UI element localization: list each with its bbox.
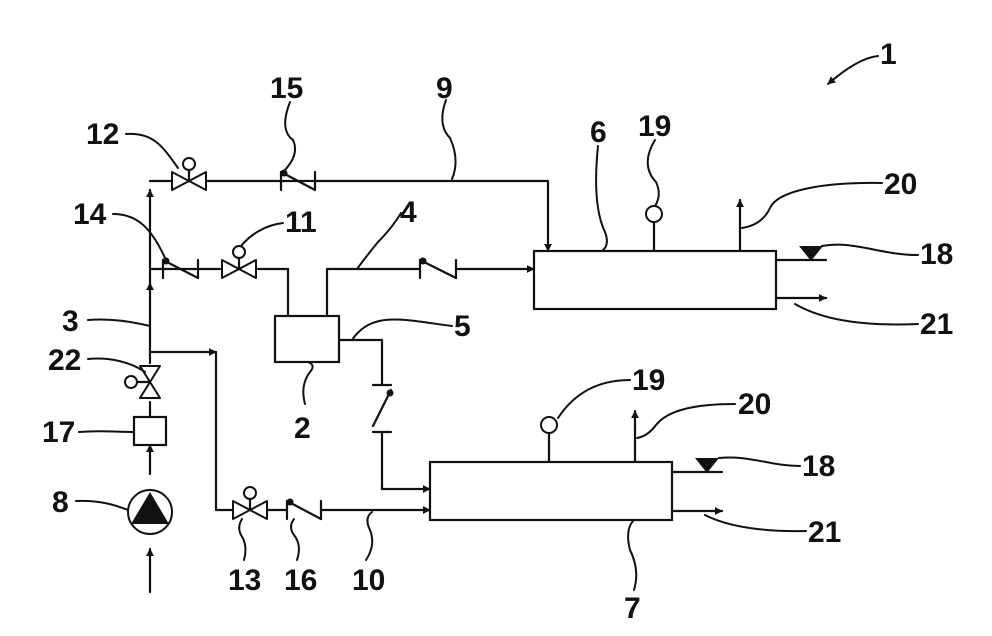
leader-16 xyxy=(291,519,299,560)
leader-18a xyxy=(822,245,918,255)
leader-21a xyxy=(795,304,918,324)
leader-13 xyxy=(239,519,245,560)
label-20a: 20 xyxy=(884,168,917,201)
line-5 xyxy=(339,340,430,489)
label-19a: 19 xyxy=(638,110,671,143)
component-6 xyxy=(534,251,776,309)
leader-14 xyxy=(113,214,165,258)
pump-8 xyxy=(128,490,172,534)
label-18a: 18 xyxy=(920,238,953,271)
check-valve-16 xyxy=(287,499,322,520)
reference-numerals: 1 15 9 12 6 19 20 14 11 4 18 3 5 21 22 2… xyxy=(42,38,953,625)
leader-12 xyxy=(126,134,178,168)
label-21b: 21 xyxy=(808,516,841,549)
sensor-19-upper xyxy=(646,206,662,251)
leader-6 xyxy=(596,146,607,251)
label-2: 2 xyxy=(294,412,311,445)
valve-13 xyxy=(233,487,267,519)
line-4 xyxy=(327,269,534,316)
leader-17 xyxy=(79,431,134,432)
leader-18b xyxy=(719,457,800,466)
label-14: 14 xyxy=(73,198,107,231)
label-1: 1 xyxy=(880,38,897,71)
check-valve-14 xyxy=(163,258,199,279)
label-19b: 19 xyxy=(632,364,665,397)
leader-21b xyxy=(705,515,806,531)
line-9 xyxy=(150,181,548,251)
label-11: 11 xyxy=(285,206,317,239)
inlet-18-upper xyxy=(776,246,826,261)
sensor-19-lower xyxy=(541,417,557,462)
valve-11 xyxy=(222,246,256,278)
leader-5 xyxy=(352,319,452,340)
leader-2 xyxy=(303,362,312,404)
label-21a: 21 xyxy=(920,308,953,341)
label-3: 3 xyxy=(62,305,79,338)
leader-4 xyxy=(357,213,401,269)
filter-17 xyxy=(134,417,166,445)
label-22: 22 xyxy=(48,344,81,377)
label-12: 12 xyxy=(86,118,119,151)
leader-8 xyxy=(76,501,128,510)
check-valve-15 xyxy=(281,170,316,191)
component-7 xyxy=(430,462,672,520)
label-5: 5 xyxy=(454,310,471,343)
label-4: 4 xyxy=(400,196,417,229)
label-16: 16 xyxy=(284,564,317,597)
check-valve-line-5 xyxy=(373,385,394,432)
branch-14-11 xyxy=(150,269,288,316)
label-20b: 20 xyxy=(738,388,771,421)
check-valve-line-4 xyxy=(420,258,457,279)
label-13: 13 xyxy=(228,564,261,597)
leader-19a xyxy=(648,140,659,206)
leader-20b xyxy=(637,404,735,438)
leader-3 xyxy=(88,319,150,326)
label-10: 10 xyxy=(352,564,385,597)
leader-7 xyxy=(628,521,636,590)
label-17: 17 xyxy=(42,416,75,449)
inlet-18-lower xyxy=(672,458,722,473)
leader-22 xyxy=(88,359,145,372)
label-8: 8 xyxy=(52,486,69,519)
label-6: 6 xyxy=(590,116,607,149)
label-18b: 18 xyxy=(802,450,835,483)
label-15: 15 xyxy=(270,72,303,105)
leader-1 xyxy=(828,56,878,84)
valve-12 xyxy=(172,158,206,190)
label-7: 7 xyxy=(624,592,641,625)
leader-11 xyxy=(241,223,283,246)
label-9: 9 xyxy=(436,72,453,105)
leader-10 xyxy=(366,512,372,560)
leader-15 xyxy=(283,102,295,172)
leader-20a xyxy=(742,183,882,228)
leader-9 xyxy=(442,100,455,179)
unit-2 xyxy=(275,316,339,362)
leader-19b xyxy=(558,380,630,418)
